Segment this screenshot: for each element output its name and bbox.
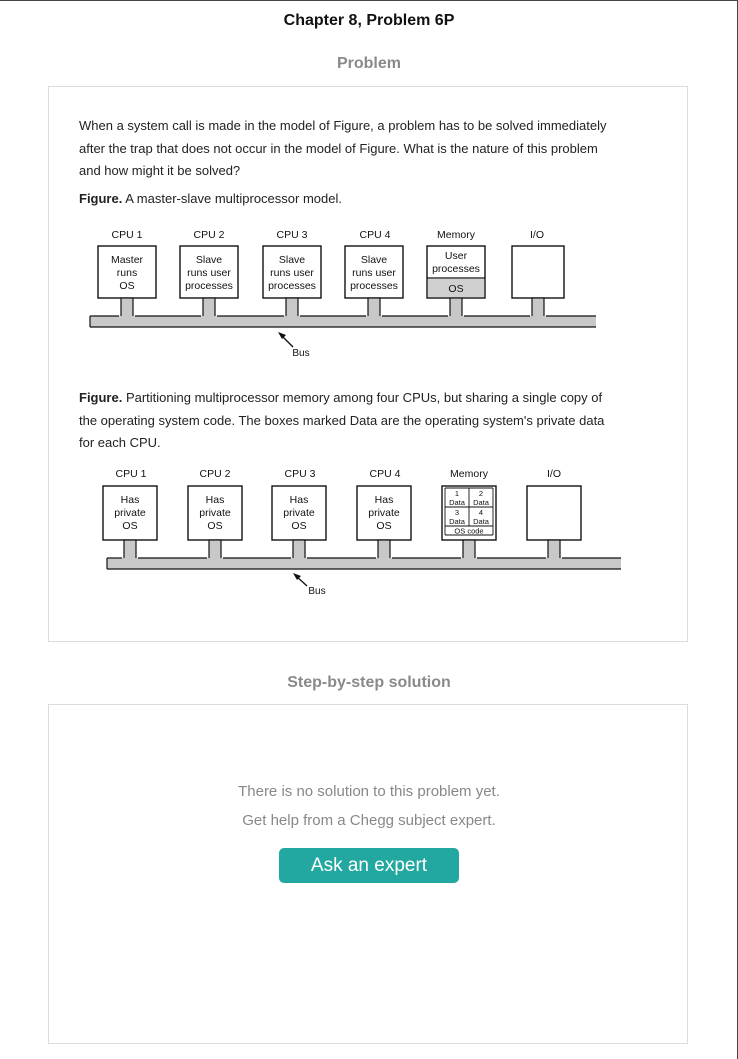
fig1-connector bbox=[531, 297, 545, 319]
figure2-caption-line: for each CPU. bbox=[79, 435, 161, 450]
fig2-cpu4-label: CPU 4 bbox=[370, 468, 401, 480]
fig1-connector bbox=[202, 297, 216, 319]
fig1-connector bbox=[367, 297, 381, 319]
fig2-cpu1-line: Has bbox=[121, 494, 140, 506]
fig1-memory-bottom: OS bbox=[448, 283, 463, 295]
problem-line: after the trap that does not occur in th… bbox=[79, 140, 598, 156]
fig2-bus bbox=[107, 558, 621, 569]
fig2-connector bbox=[377, 539, 391, 561]
fig1-cpu1-line: OS bbox=[119, 280, 134, 292]
fig1-bus-label: Bus bbox=[292, 348, 309, 359]
fig2-io-box bbox=[526, 485, 582, 541]
fig2-cpu3-line: OS bbox=[291, 520, 306, 532]
figure2-diagram: CPU 1 CPU 2 CPU 3 CPU 4 Memory I/O Has p… bbox=[102, 468, 621, 597]
fig2-connector bbox=[123, 539, 137, 561]
fig2-connector bbox=[292, 539, 306, 561]
fig1-cpu2-line: processes bbox=[185, 280, 233, 292]
problem-line: and how might it be solved? bbox=[79, 163, 241, 178]
fig1-cpu1-line: Master bbox=[111, 254, 144, 266]
figure2-caption-label: Figure. bbox=[79, 390, 123, 405]
fig2-cpu3-label: CPU 3 bbox=[285, 468, 316, 480]
fig2-cpu4-line: private bbox=[368, 507, 400, 519]
fig1-cpu4-line: Slave bbox=[361, 254, 387, 266]
figure1-diagram: CPU 1 CPU 2 CPU 3 CPU 4 Memory I/O Maste… bbox=[89, 229, 596, 359]
fig2-cpu3-line: private bbox=[283, 507, 315, 519]
fig2-cpu3-box bbox=[271, 485, 327, 541]
figure2-caption: Figure. Partitioning multiprocessor memo… bbox=[79, 387, 669, 455]
fig2-memory-data: Data bbox=[473, 498, 490, 507]
fig1-cpu3-label: CPU 3 bbox=[277, 229, 308, 241]
fig1-io-box bbox=[511, 245, 565, 299]
fig1-cpu1-label: CPU 1 bbox=[112, 229, 143, 241]
fig1-cpu3-line: Slave bbox=[279, 254, 305, 266]
figure2-caption-line: the operating system code. The boxes mar… bbox=[79, 412, 605, 428]
fig1-cpu2-box bbox=[179, 245, 239, 299]
fig2-connector bbox=[208, 539, 222, 561]
frame-top-border bbox=[0, 0, 738, 1]
fig1-cpu4-label: CPU 4 bbox=[360, 229, 391, 241]
fig2-connector bbox=[547, 539, 561, 561]
fig2-cpu1-box bbox=[102, 485, 158, 541]
fig2-cpu2-line: OS bbox=[207, 520, 222, 532]
fig2-memory-data: Data bbox=[473, 517, 490, 526]
fig1-cpu2-label: CPU 2 bbox=[194, 229, 225, 241]
fig2-cpu2-line: Has bbox=[206, 494, 225, 506]
fig1-cpu3-line: runs user bbox=[270, 267, 314, 279]
fig2-bus-label: Bus bbox=[308, 586, 325, 597]
solution-section-title: Step-by-step solution bbox=[287, 674, 451, 691]
fig2-cpu1-line: OS bbox=[122, 520, 137, 532]
fig1-cpu2-line: runs user bbox=[187, 267, 231, 279]
fig2-memory-data: Data bbox=[449, 498, 466, 507]
fig2-cpu2-line: private bbox=[199, 507, 231, 519]
fig1-connector bbox=[285, 297, 299, 319]
fig2-cpu2-label: CPU 2 bbox=[200, 468, 231, 480]
fig1-cpu4-line: processes bbox=[350, 280, 398, 292]
problem-card: When a system call is made in the model … bbox=[48, 86, 688, 642]
fig1-cpu4-line: runs user bbox=[352, 267, 396, 279]
fig1-memory-os-region bbox=[428, 279, 484, 297]
fig2-memory-os-code: OS code bbox=[454, 527, 483, 536]
fig2-cpu4-box bbox=[356, 485, 412, 541]
fig1-memory-label: Memory bbox=[437, 229, 476, 241]
fig2-cpu4-line: Has bbox=[375, 494, 394, 506]
figure1-caption-label: Figure. bbox=[79, 191, 123, 206]
fig2-memory-cell-number: 3 bbox=[455, 508, 459, 517]
fig2-memory-cell-number: 1 bbox=[455, 489, 459, 498]
fig2-connector bbox=[462, 539, 476, 561]
fig2-io-label: I/O bbox=[547, 468, 561, 480]
figure2-caption-line: Partitioning multiprocessor memory among… bbox=[122, 390, 603, 405]
fig2-memory-data: Data bbox=[449, 517, 466, 526]
fig2-memory-label: Memory bbox=[450, 468, 489, 480]
solution-card: There is no solution to this problem yet… bbox=[48, 704, 688, 1044]
fig2-cpu3-line: Has bbox=[290, 494, 309, 506]
fig2-cpu1-line: private bbox=[114, 507, 146, 519]
fig2-memory-cell-number: 4 bbox=[479, 508, 483, 517]
problem-statement: When a system call is made in the model … bbox=[79, 115, 669, 183]
figure1-caption: Figure. A master-slave multiprocessor mo… bbox=[79, 188, 669, 211]
fig1-cpu1-line: runs bbox=[117, 267, 137, 279]
problem-line: When a system call is made in the model … bbox=[79, 118, 607, 133]
fig1-connector bbox=[120, 297, 134, 319]
fig1-connector bbox=[449, 297, 463, 319]
fig2-memory-cell-number: 2 bbox=[479, 489, 483, 498]
fig1-io-label: I/O bbox=[530, 229, 544, 241]
problem-section-title: Problem bbox=[336, 55, 401, 72]
fig1-memory-top-line: processes bbox=[432, 263, 480, 275]
fig1-cpu3-box bbox=[262, 245, 322, 299]
fig2-cpu4-line: OS bbox=[376, 520, 391, 532]
fig2-cpu1-label: CPU 1 bbox=[116, 468, 147, 480]
fig1-bus bbox=[90, 316, 596, 327]
ask-expert-button[interactable]: Ask an expert bbox=[279, 848, 459, 883]
fig1-cpu3-line: processes bbox=[268, 280, 316, 292]
fig1-memory-top-line: User bbox=[445, 250, 468, 262]
figure1-caption-text: A master-slave multiprocessor model. bbox=[122, 191, 342, 206]
expert-help-message: Get help from a Chegg subject expert. bbox=[242, 812, 496, 829]
fig2-cpu2-box bbox=[187, 485, 243, 541]
fig1-cpu2-line: Slave bbox=[196, 254, 222, 266]
chapter-title: Chapter 8, Problem 6P bbox=[283, 12, 455, 29]
no-solution-message: There is no solution to this problem yet… bbox=[238, 783, 500, 800]
